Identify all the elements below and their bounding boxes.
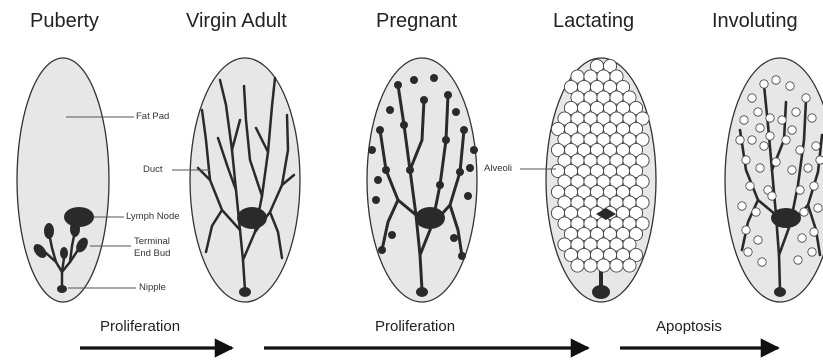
alveolus [808, 114, 816, 122]
alveolus [782, 136, 790, 144]
alveolus [760, 80, 768, 88]
alveolus [766, 132, 774, 140]
alveolar-bud [374, 176, 382, 184]
alveolus [740, 116, 748, 124]
alveolus [756, 164, 764, 172]
alveolar-bud [456, 168, 464, 176]
alveolus [772, 76, 780, 84]
alveolus [754, 236, 762, 244]
callout-lymph-node: Lymph Node [126, 211, 180, 222]
alveolus [816, 156, 823, 164]
callout-nipple: Nipple [139, 282, 166, 293]
alveolar-bud [386, 106, 394, 114]
arrow-label-proliferation-2: Proliferation [375, 318, 455, 335]
alveolus [752, 208, 760, 216]
alveolus [800, 208, 808, 216]
lymph-node-puberty [64, 207, 94, 227]
alveolus [738, 202, 746, 210]
callout-lines [66, 117, 556, 288]
callout-end-bud: End Bud [134, 248, 170, 259]
alveolus [792, 108, 800, 116]
alveolus [768, 192, 776, 200]
alveolar-bud [430, 74, 438, 82]
nipple-pregnant [416, 287, 428, 297]
alveolus [746, 182, 754, 190]
alveolus [744, 248, 752, 256]
alveolar-bud [394, 81, 402, 89]
alveolus [814, 204, 822, 212]
alveolus [798, 234, 806, 242]
alveolus [623, 259, 636, 272]
alveolus [812, 142, 820, 150]
nipple-puberty [57, 285, 67, 293]
alveolus [810, 182, 818, 190]
alveolar-bud [378, 246, 386, 254]
alveolus [788, 166, 796, 174]
alveolus [796, 186, 804, 194]
alveolus [756, 124, 764, 132]
alveolus [772, 158, 780, 166]
alveolus [597, 259, 610, 272]
alveolar-bud [460, 126, 468, 134]
callout-alveoli: Alveoli [484, 163, 512, 174]
arrow-label-apoptosis: Apoptosis [656, 318, 722, 335]
alveolar-bud [388, 231, 396, 239]
alveolar-bud [368, 146, 376, 154]
alveolar-bud [410, 76, 418, 84]
alveolus [748, 136, 756, 144]
alveolar-bud [420, 96, 428, 104]
alveolus [742, 156, 750, 164]
alveolus [794, 256, 802, 264]
alveolar-bud [458, 252, 466, 260]
alveolar-bud [452, 108, 460, 116]
alveolar-bud [406, 166, 414, 174]
alveolus [758, 258, 766, 266]
nipple-virgin-adult [239, 287, 251, 297]
alveolar-bud [376, 126, 384, 134]
arrow-label-proliferation-1: Proliferation [100, 318, 180, 335]
alveolar-bud [464, 192, 472, 200]
alveolus [778, 116, 786, 124]
alveolus [742, 226, 750, 234]
alveolus [788, 126, 796, 134]
alveolar-bud [466, 164, 474, 172]
alveolus [786, 82, 794, 90]
alveolus [810, 228, 818, 236]
alveolar-bud [444, 91, 452, 99]
alveolus [748, 94, 756, 102]
alveolus [766, 114, 774, 122]
alveolus [736, 136, 744, 144]
alveolus [804, 164, 812, 172]
callout-duct: Duct [143, 164, 163, 175]
lymph-node-pregnant [415, 207, 445, 229]
alveolus [760, 142, 768, 150]
alveolus [571, 259, 584, 272]
alveolar-bud [436, 181, 444, 189]
alveolus [584, 259, 597, 272]
alveolus [802, 94, 810, 102]
alveolus [796, 146, 804, 154]
alveolar-bud [442, 136, 450, 144]
lymph-node-involuting [771, 208, 801, 228]
callout-fat-pad: Fat Pad [136, 111, 169, 122]
alveolar-bud [382, 166, 390, 174]
alveolus [808, 248, 816, 256]
alveolar-bud [450, 234, 458, 242]
alveolar-bud [470, 146, 478, 154]
nipple-involuting [774, 287, 786, 297]
nipple-lactating [592, 285, 610, 299]
alveolar-bud [400, 121, 408, 129]
callout-terminal: Terminal [134, 236, 170, 247]
alveolar-bud [372, 196, 380, 204]
lymph-node-virgin-adult [237, 207, 267, 229]
alveolus [610, 259, 623, 272]
alveolus [754, 108, 762, 116]
